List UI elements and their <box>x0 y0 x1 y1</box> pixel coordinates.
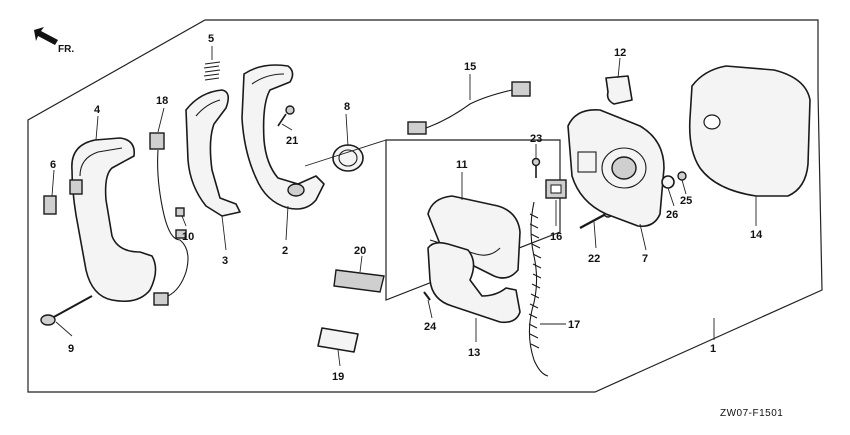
part-25-nut <box>677 171 687 181</box>
diagram-code: ZW07-F1501 <box>720 408 783 419</box>
sub-panel-outline <box>385 139 561 301</box>
direction-label: FR. <box>58 44 74 55</box>
callout-6: 6 <box>50 159 56 171</box>
callout-11: 11 <box>456 159 468 171</box>
callout-18: 18 <box>156 95 168 107</box>
callout-24: 24 <box>424 321 437 333</box>
callout-9: 9 <box>68 343 74 355</box>
callout-19: 19 <box>332 371 344 383</box>
part-16-switch <box>545 179 567 199</box>
callout-22: 22 <box>588 253 600 265</box>
callout-21: 21 <box>286 135 298 147</box>
callout-4: 4 <box>94 104 101 116</box>
callout-8: 8 <box>344 101 350 113</box>
part-18-harness <box>149 132 189 306</box>
callout-16: 16 <box>550 231 562 243</box>
part-20-label <box>333 269 385 293</box>
part-19-plate <box>317 327 359 353</box>
callout-3: 3 <box>222 255 228 267</box>
part-9-pin <box>40 295 93 326</box>
part-15-cable <box>407 81 531 135</box>
leader-lines <box>51 46 757 367</box>
front-direction-arrow: FR. <box>34 27 74 55</box>
part-14-case-cover <box>688 65 811 197</box>
part-6-clip <box>43 195 57 215</box>
callout-25: 25 <box>680 195 692 207</box>
callout-7: 7 <box>642 253 648 265</box>
part-5-spring <box>203 61 221 81</box>
part-24-screw <box>423 291 431 301</box>
callout-17: 17 <box>568 319 580 331</box>
part-13-lower-cover <box>427 241 521 324</box>
part-12-bracket <box>605 75 633 105</box>
callout-2: 2 <box>282 245 288 257</box>
callout-20: 20 <box>354 245 366 257</box>
callout-26: 26 <box>666 209 678 221</box>
callout-15: 15 <box>464 61 476 73</box>
part-17-wire <box>528 201 549 377</box>
part-21-screw <box>277 105 295 127</box>
part-26-washer <box>661 175 675 189</box>
callout-1: 1 <box>710 343 716 355</box>
callout-23: 23 <box>530 133 542 145</box>
part-2-grip-housing <box>241 64 325 210</box>
assembly-outline <box>27 19 823 393</box>
part-7-switch-case <box>567 109 665 228</box>
callout-13: 13 <box>468 347 480 359</box>
part-23-screw <box>531 157 541 178</box>
callout-14: 14 <box>750 229 763 241</box>
part-3-lever <box>185 89 241 217</box>
callout-12: 12 <box>614 47 626 59</box>
callout-10: 10 <box>182 231 194 243</box>
part-4-grip-cover <box>69 137 157 303</box>
part-10-nut <box>175 207 185 217</box>
callout-5: 5 <box>208 33 214 45</box>
